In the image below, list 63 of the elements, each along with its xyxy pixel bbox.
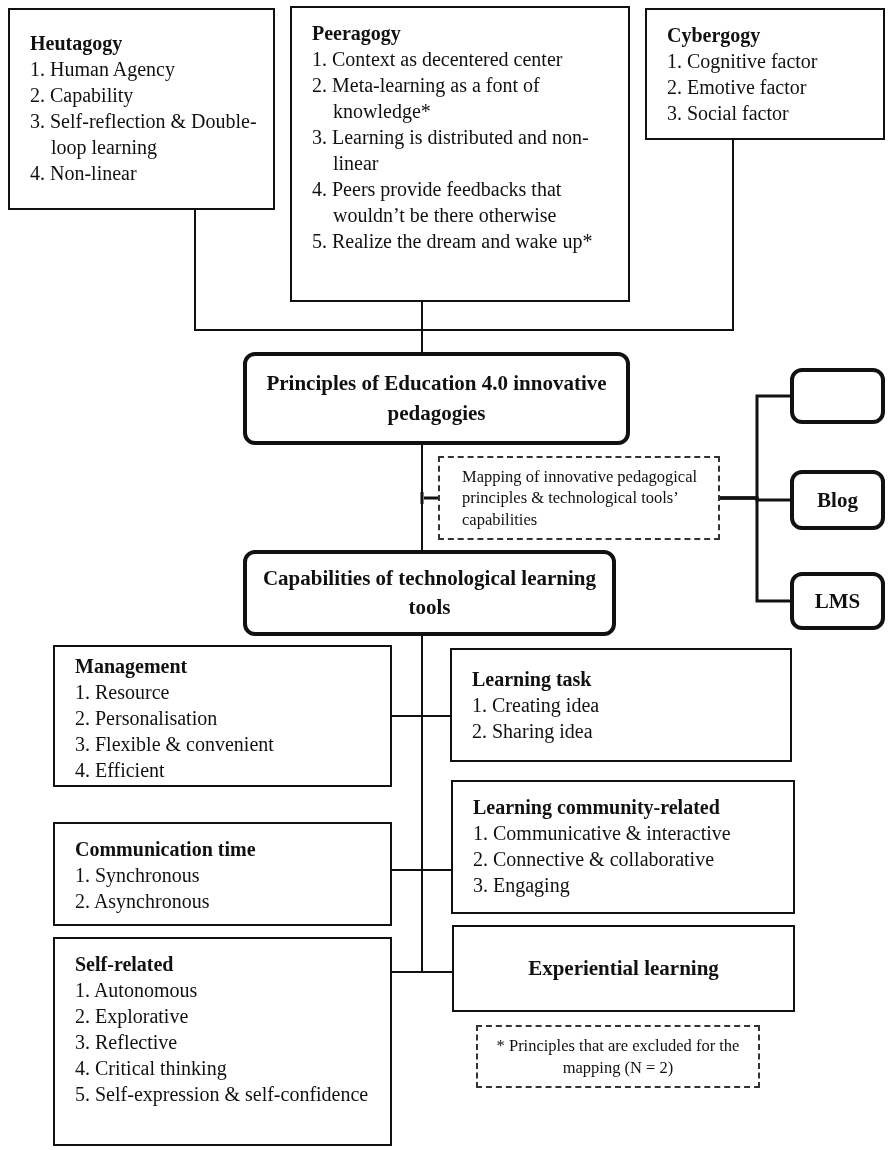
- connector-line: [420, 490, 440, 506]
- box-heading: Cybergogy: [667, 23, 762, 48]
- tool-label: Blog: [817, 487, 858, 513]
- box-heading: Communication time: [75, 837, 257, 862]
- list-item: 3. Social factor: [667, 101, 790, 126]
- rounded-box: [243, 352, 630, 445]
- list-item: 2. Emotive factor: [667, 75, 808, 100]
- box-title: Capabilities of technological learning tools: [261, 564, 598, 621]
- list-item: 2. Connective & collaborative: [473, 847, 716, 872]
- text-box: [452, 925, 795, 1012]
- list-item: 2. Sharing idea: [472, 719, 594, 744]
- list-item: 2. Personalisation: [75, 706, 219, 731]
- list-box: [450, 648, 792, 762]
- list-item: 3. Self-reflection & Double-loop learning: [30, 109, 258, 160]
- list-box: [451, 780, 795, 914]
- dashed-note-box: [438, 456, 720, 540]
- list-box: [53, 645, 392, 787]
- list-item: 4. Non-linear: [30, 161, 138, 186]
- list-box: [8, 8, 275, 210]
- list-item: 1. Cognitive factor: [667, 49, 819, 74]
- rounded-box: [243, 550, 616, 636]
- list-item: 1. Synchronous: [75, 863, 201, 888]
- list-item: 2. Explorative: [75, 1004, 190, 1029]
- box-heading: Peeragogy: [312, 21, 402, 46]
- list-item: 3. Learning is distributed and non-linear: [312, 125, 590, 176]
- tool-label: LMS: [814, 588, 861, 614]
- list-item: 2. Asynchronous: [75, 889, 211, 914]
- list-box: [53, 822, 392, 926]
- rounded-box: [790, 470, 885, 530]
- note-text: Mapping of innovative pedagogical principles & technological tools’ capabilities: [462, 465, 699, 531]
- list-item: 4. Peers provide feedbacks that wouldn’t be there otherwise: [312, 177, 563, 228]
- list-item: 3. Engaging: [473, 873, 571, 898]
- list-item: 1. Creating idea: [472, 693, 601, 718]
- list-item: 1. Resource: [75, 680, 171, 705]
- rounded-box: [790, 572, 885, 630]
- list-item: 4. Efficient: [75, 758, 166, 783]
- list-item: 1. Human Agency: [30, 57, 176, 82]
- connector-line: [421, 635, 453, 973]
- list-box: [645, 8, 885, 140]
- list-item: 3. Flexible & convenient: [75, 732, 275, 757]
- list-item: 1. Context as decentered center: [312, 47, 564, 72]
- list-item: 4. Critical thinking: [75, 1056, 228, 1081]
- box-title: Principles of Education 4.0 innovative pedagogies: [265, 370, 608, 427]
- list-item: 5. Self-expression & self-confidence: [75, 1082, 370, 1107]
- list-item: 2. Capability: [30, 83, 135, 108]
- list-item: 5. Realize the dream and wake up*: [312, 229, 594, 254]
- list-box: [290, 6, 630, 302]
- connector-line: [720, 496, 790, 603]
- dashed-note-box: [476, 1025, 760, 1088]
- box-title: Experiential learning: [528, 954, 719, 982]
- list-item: 1. Communicative & interactive: [473, 821, 732, 846]
- list-box: [53, 937, 392, 1146]
- box-heading: Management: [75, 654, 189, 679]
- list-item: 1. Autonomous: [75, 978, 199, 1003]
- list-item: 3. Reflective: [75, 1030, 179, 1055]
- note-text: * Principles that are excluded for the mapping (N = 2): [495, 1035, 741, 1078]
- list-item: 2. Meta-learning as a font of knowledge*: [312, 73, 541, 124]
- box-heading: Learning community-related: [473, 795, 721, 820]
- connector-line: [421, 444, 423, 551]
- rounded-box: [790, 368, 885, 424]
- box-heading: Heutagogy: [30, 31, 124, 56]
- box-heading: Self-related: [75, 952, 175, 977]
- box-heading: Learning task: [472, 667, 593, 692]
